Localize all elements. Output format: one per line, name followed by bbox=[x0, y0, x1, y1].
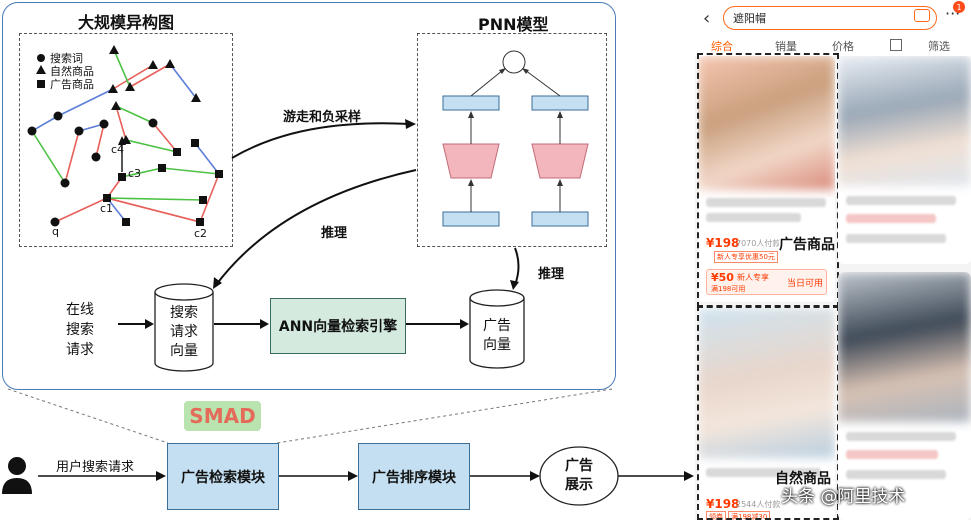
natural-item-label: 自然商品 bbox=[775, 471, 831, 487]
filter-bar: 综合 销量 价格 筛选 bbox=[695, 36, 971, 56]
ad-coupon[interactable]: ¥50 新人专享 满198可用 当日可用 bbox=[706, 269, 827, 295]
back-arrow-icon[interactable]: ‹ bbox=[703, 8, 711, 29]
legend-ad-item: 广告商品 bbox=[50, 78, 94, 91]
result-card-right-2[interactable] bbox=[838, 272, 971, 520]
phone-search-results: ‹ 遮阳帽 ··· 1 综合 销量 价格 筛选 ¥198 7070人付款 新人专… bbox=[695, 0, 971, 520]
watermark: 头条 @阿里技术 bbox=[781, 487, 906, 507]
natural-item-card[interactable]: ¥198 2544人付款 领券 满198减30 bbox=[698, 308, 835, 520]
walk-sampling-label: 游走和负采样 bbox=[283, 110, 362, 125]
ad-item-sold: 7070人付款 bbox=[736, 239, 781, 248]
graph-box bbox=[19, 33, 233, 247]
ad-item-highlight bbox=[697, 53, 839, 308]
natural-item-tag-discount: 满198减30 bbox=[728, 511, 771, 520]
ad-item-card[interactable]: ¥198 7070人付款 新人专享优惠50元 ¥50 新人专享 满198可用 当… bbox=[698, 56, 835, 302]
ad-item-label: 广告商品 bbox=[779, 234, 835, 254]
smad-badge: SMAD bbox=[184, 401, 261, 431]
legend-search-word: 搜索词 bbox=[50, 52, 83, 65]
user-request-label: 用户搜索请求 bbox=[56, 460, 135, 475]
filter-screen[interactable]: 筛选 bbox=[928, 40, 950, 53]
ad-ranking-module: 广告排序模块 bbox=[358, 443, 470, 510]
ad-item-tag: 新人专享优惠50元 bbox=[714, 251, 778, 263]
pnn-box bbox=[417, 33, 607, 247]
result-card-right-1[interactable] bbox=[838, 56, 971, 264]
node-label-c4: c4 bbox=[111, 143, 125, 156]
query-vector-store: 搜索 请求 向量 bbox=[170, 305, 198, 359]
node-label-c1: c1 bbox=[100, 202, 114, 215]
infer-label-left: 推理 bbox=[321, 226, 348, 241]
node-label-c2: c2 bbox=[194, 227, 208, 240]
top-connectors bbox=[118, 119, 525, 372]
filter-price[interactable]: 价格 bbox=[832, 40, 854, 53]
search-input[interactable]: 遮阳帽 bbox=[733, 12, 766, 25]
online-query-label: 在线 搜索 请求 bbox=[66, 302, 94, 358]
graph-title: 大规模异构图 bbox=[78, 13, 175, 32]
pnn-title: PNN模型 bbox=[478, 15, 549, 34]
filter-sales[interactable]: 销量 bbox=[775, 40, 797, 53]
ad-item-image bbox=[698, 56, 835, 190]
natural-item-price: ¥198 bbox=[706, 497, 740, 511]
ann-engine: ANN向量检索引擎 bbox=[270, 298, 406, 354]
natural-item-image bbox=[698, 308, 835, 458]
ad-item-price: ¥198 bbox=[706, 236, 740, 250]
legend-natural-item: 自然商品 bbox=[50, 65, 94, 78]
heterogeneous-graph bbox=[27, 45, 223, 227]
bottom-connectors bbox=[2, 388, 694, 506]
ad-display: 广告 展示 bbox=[565, 458, 593, 493]
infer-label-right: 推理 bbox=[538, 267, 565, 282]
node-label-c3: c3 bbox=[128, 167, 142, 180]
node-label-q: q bbox=[52, 225, 59, 238]
grid-view-icon[interactable] bbox=[890, 39, 902, 51]
natural-item-sold: 2544人付款 bbox=[736, 500, 781, 509]
search-bar[interactable]: 遮阳帽 bbox=[723, 6, 937, 30]
ad-retrieval-module: 广告检索模块 bbox=[167, 443, 279, 510]
system-frame bbox=[2, 2, 616, 390]
notification-badge: 1 bbox=[953, 1, 965, 13]
pnn-model bbox=[442, 50, 589, 227]
ad-vector-store: 广告 向量 bbox=[483, 318, 511, 353]
camera-icon[interactable] bbox=[914, 9, 930, 22]
natural-item-tag-coupon: 领券 bbox=[706, 511, 726, 520]
filter-comprehensive[interactable]: 综合 bbox=[711, 40, 733, 53]
